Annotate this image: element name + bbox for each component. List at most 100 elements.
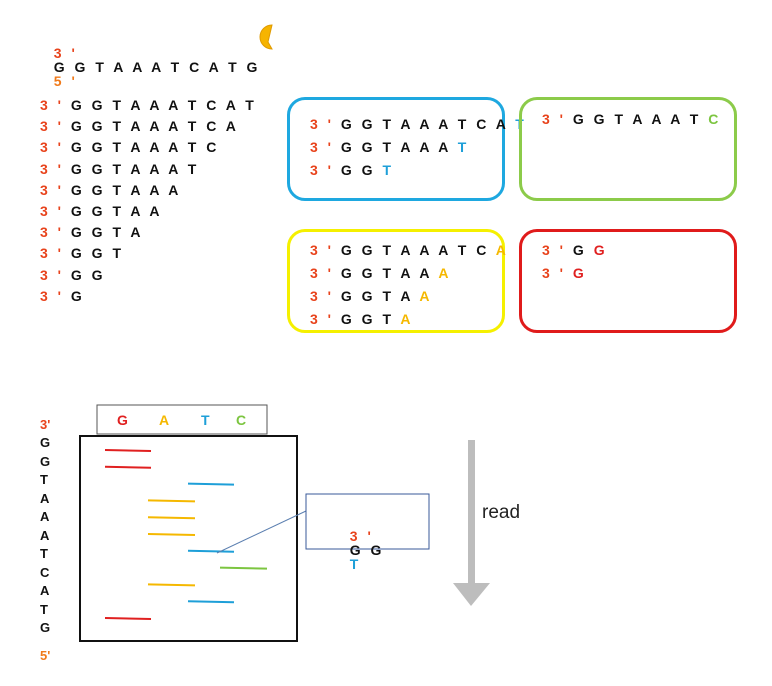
box-fragment-bases: G G T (334, 311, 401, 327)
fragment-prime: 3 ' (40, 118, 65, 135)
fragment-prime: 3 ' (40, 160, 65, 177)
box-fragment-last-base: A (400, 311, 414, 327)
box-fragment-row: 3 ' G (542, 266, 608, 280)
read-arrow-shaft (468, 440, 475, 585)
callout-last-base: T (349, 556, 362, 572)
lane-label-c: C (236, 412, 247, 428)
strand-base: A (40, 509, 50, 524)
fragment-row: 3 ' G G T A A A (40, 183, 181, 197)
strand-base: G (40, 453, 51, 469)
box-fragment-row: 3 ' G G T A A A (310, 266, 509, 280)
fragment-bases: G G (64, 266, 106, 283)
fragment-row: 3 ' G (40, 289, 85, 303)
box-fragment-last-base: C (708, 111, 722, 127)
fragment-prime: 3 ' (40, 139, 65, 156)
fragment-bases: G G T A A A (64, 181, 182, 198)
box-fragment-row: 3 ' G G T A A A T C A (310, 243, 509, 257)
box-fragment-prime: 3 ' (310, 265, 335, 281)
strand-base: G (40, 620, 51, 635)
box-fragment-row: 3 ' G G (542, 243, 608, 257)
fragment-prime: 3 ' (40, 245, 65, 262)
fragment-bases: G G T A A A T (64, 160, 200, 177)
box-fragment-prime: 3 ' (310, 311, 335, 327)
fragment-row: 3 ' G G T A A A T C (40, 140, 219, 154)
fragment-row: 3 ' G G T (40, 246, 124, 260)
gel-band-t (187, 600, 235, 604)
gel-band-t (187, 482, 235, 486)
fragment-prime: 3 ' (40, 203, 65, 219)
box-fragment-prime: 3 ' (542, 111, 567, 127)
callout-pointer (216, 510, 307, 554)
fragment-row: 3 ' G G T A A (40, 204, 162, 218)
box-fragment-row: 3 ' G G T A (310, 312, 509, 326)
gel-band-a (147, 499, 196, 503)
gel-band-a (147, 533, 196, 536)
five-prime-label: 5 ' (53, 73, 78, 89)
box-fragment-bases: G G (334, 162, 383, 178)
box-fragment-prime: 3 ' (310, 242, 335, 258)
lane-label-g: G (117, 412, 128, 428)
strand-base: T (40, 472, 48, 487)
gel-band-g (104, 465, 152, 469)
three-prime-label: 3 ' (53, 45, 78, 61)
box-fragment-bases: G G T A A A T C (334, 242, 496, 258)
fragment-prime: 3 ' (40, 97, 65, 113)
box-fragment-prime: 3 ' (542, 242, 567, 258)
fragment-row: 3 ' G G T A A A T C A (40, 119, 239, 133)
c-terminated-box: 3 ' G G T A A A T C (519, 97, 737, 201)
box-fragment-bases: G G T A A (334, 265, 439, 281)
box-fragment-bases: G G T A A A T C A (334, 116, 516, 132)
box-fragment-prime: 3 ' (310, 139, 335, 155)
fragment-bases: G (64, 287, 85, 304)
lane-label-a: A (159, 412, 170, 428)
gel-band-a (147, 583, 196, 587)
gel-frame (79, 435, 298, 642)
box-fragment-row: 3 ' G G T A A A T (310, 140, 527, 154)
top-sequence: 3 ' G G T A A A T C A T G 5 ' (40, 32, 260, 88)
strand-base: A (40, 583, 50, 598)
gel-band-a (147, 516, 196, 520)
box-fragment-row: 3 ' G G T (310, 163, 527, 177)
gel-band-c (219, 566, 268, 570)
t-terminated-box: 3 ' G G T A A A T C A T 3 ' G G T A A A T… (287, 97, 524, 201)
box-fragment-last-base: T (382, 162, 395, 178)
callout-prime: 3 ' (349, 528, 374, 544)
fragment-row: 3 ' G G T A A A T C A T (40, 98, 257, 112)
strand-base: A (40, 527, 50, 543)
box-fragment-prime: 3 ' (542, 265, 567, 281)
fragment-row: 3 ' G G T A A A T (40, 162, 199, 176)
callout-sequence: 3 ' G G T (336, 515, 384, 571)
fragment-bases: G G T (64, 245, 125, 262)
fragment-bases: G G T A A A T C A (64, 118, 239, 135)
box-fragment-last-base: G (572, 265, 587, 281)
box-fragment-bases: G (566, 242, 594, 258)
gel-band-t (187, 549, 235, 553)
box-fragment-prime: 3 ' (310, 116, 335, 132)
box-fragment-last-base: G (593, 242, 608, 258)
fragment-row: 3 ' G G T A (40, 225, 144, 239)
box-fragment-row: 3 ' G G T A A A T C (542, 112, 721, 126)
box-fragment-last-base: A (438, 265, 452, 281)
fragment-bases: G G T A A A T C A T (64, 97, 257, 113)
strand-three-prime: 3' (40, 417, 51, 432)
box-fragment-last-base: A (495, 242, 509, 258)
gel-band-g (104, 617, 152, 620)
strand-base: T (40, 546, 48, 561)
callout-bases: G G (349, 542, 385, 558)
lane-label-t: T (201, 412, 210, 428)
gel-band-g (104, 449, 152, 452)
box-fragment-bases: G G T A (334, 288, 420, 304)
box-fragment-bases: G G T A A A T (566, 111, 709, 127)
callout-box (305, 493, 430, 550)
top-sequence-bases: G G T A A A T C A T G (53, 59, 261, 75)
box-fragment-bases: G G T A A A (334, 139, 458, 155)
fragment-bases: G G T A (64, 224, 144, 241)
fragment-row: 3 ' G G (40, 268, 106, 282)
fragment-prime: 3 ' (40, 181, 65, 198)
strand-five-prime: 5' (40, 648, 51, 663)
box-fragment-prime: 3 ' (310, 288, 335, 304)
strand-base: T (40, 601, 48, 617)
